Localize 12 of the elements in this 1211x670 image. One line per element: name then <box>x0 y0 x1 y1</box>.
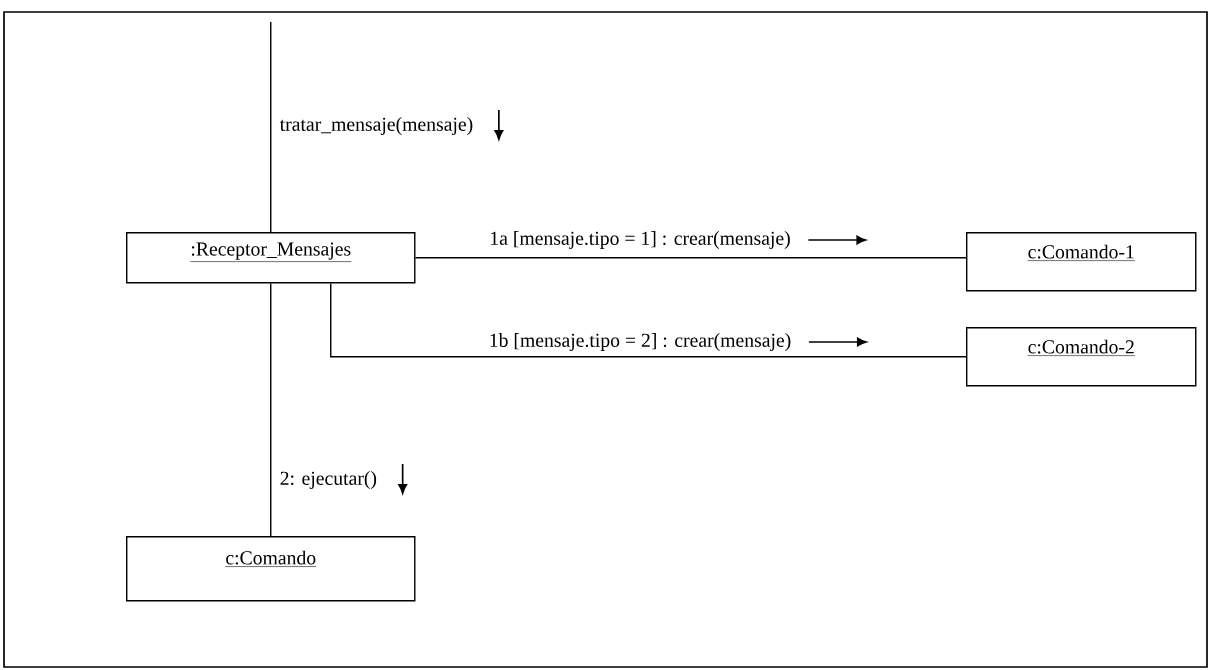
message-label: 2: ejecutar() <box>278 469 379 491</box>
message-label: tratar_mensaje(mensaje) <box>278 115 475 137</box>
object-box: c:Comando <box>126 536 416 602</box>
connector <box>414 257 967 259</box>
connector <box>270 21 272 233</box>
connector <box>330 282 967 358</box>
message-label: 1b [mensaje.tipo = 2] : crear(mensaje) <box>487 331 793 353</box>
object-box: c:Comando-1 <box>966 232 1197 292</box>
object-box: c:Comando-2 <box>966 327 1197 387</box>
message-label: 1a [mensaje.tipo = 1] : crear(mensaje) <box>487 229 793 251</box>
object-box: :Receptor_Mensajes <box>126 232 416 284</box>
connector <box>270 282 272 537</box>
